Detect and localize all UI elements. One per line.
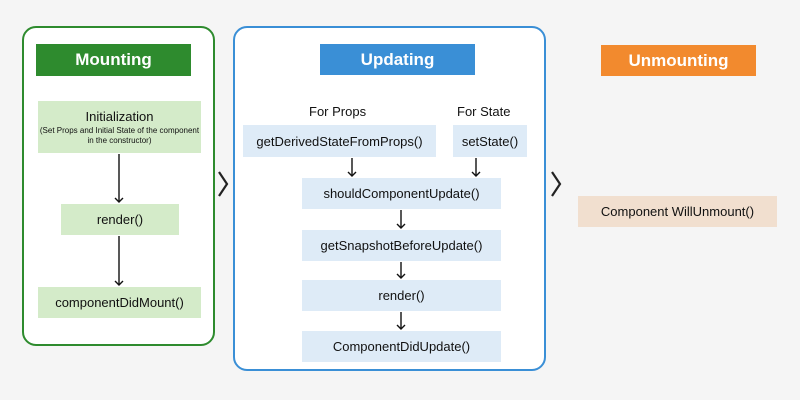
component-did-mount-box: componentDidMount() <box>38 287 201 318</box>
set-state-box: setState() <box>453 125 527 157</box>
should-component-update-box: shouldComponentUpdate() <box>302 178 501 209</box>
initialization-note: (Set Props and Initial State of the comp… <box>39 125 200 145</box>
get-snapshot-box: getSnapshotBeforeUpdate() <box>302 230 501 261</box>
mount-render-box: render() <box>61 204 179 235</box>
update-render-box: render() <box>302 280 501 311</box>
initialization-label: Initialization <box>85 108 154 124</box>
unmounting-title: Unmounting <box>601 45 756 76</box>
updating-title: Updating <box>320 44 475 75</box>
get-derived-state-box: getDerivedStateFromProps() <box>243 125 436 157</box>
initialization-box: Initialization (Set Props and Initial St… <box>38 101 201 153</box>
component-did-update-box: ComponentDidUpdate() <box>302 331 501 362</box>
for-state-label: For State <box>457 104 511 119</box>
mounting-title: Mounting <box>36 44 191 76</box>
for-props-label: For Props <box>309 104 367 119</box>
chevron-right-icon <box>551 171 562 197</box>
chevron-right-icon <box>218 171 229 197</box>
component-will-unmount-box: Component WillUnmount() <box>578 196 777 227</box>
